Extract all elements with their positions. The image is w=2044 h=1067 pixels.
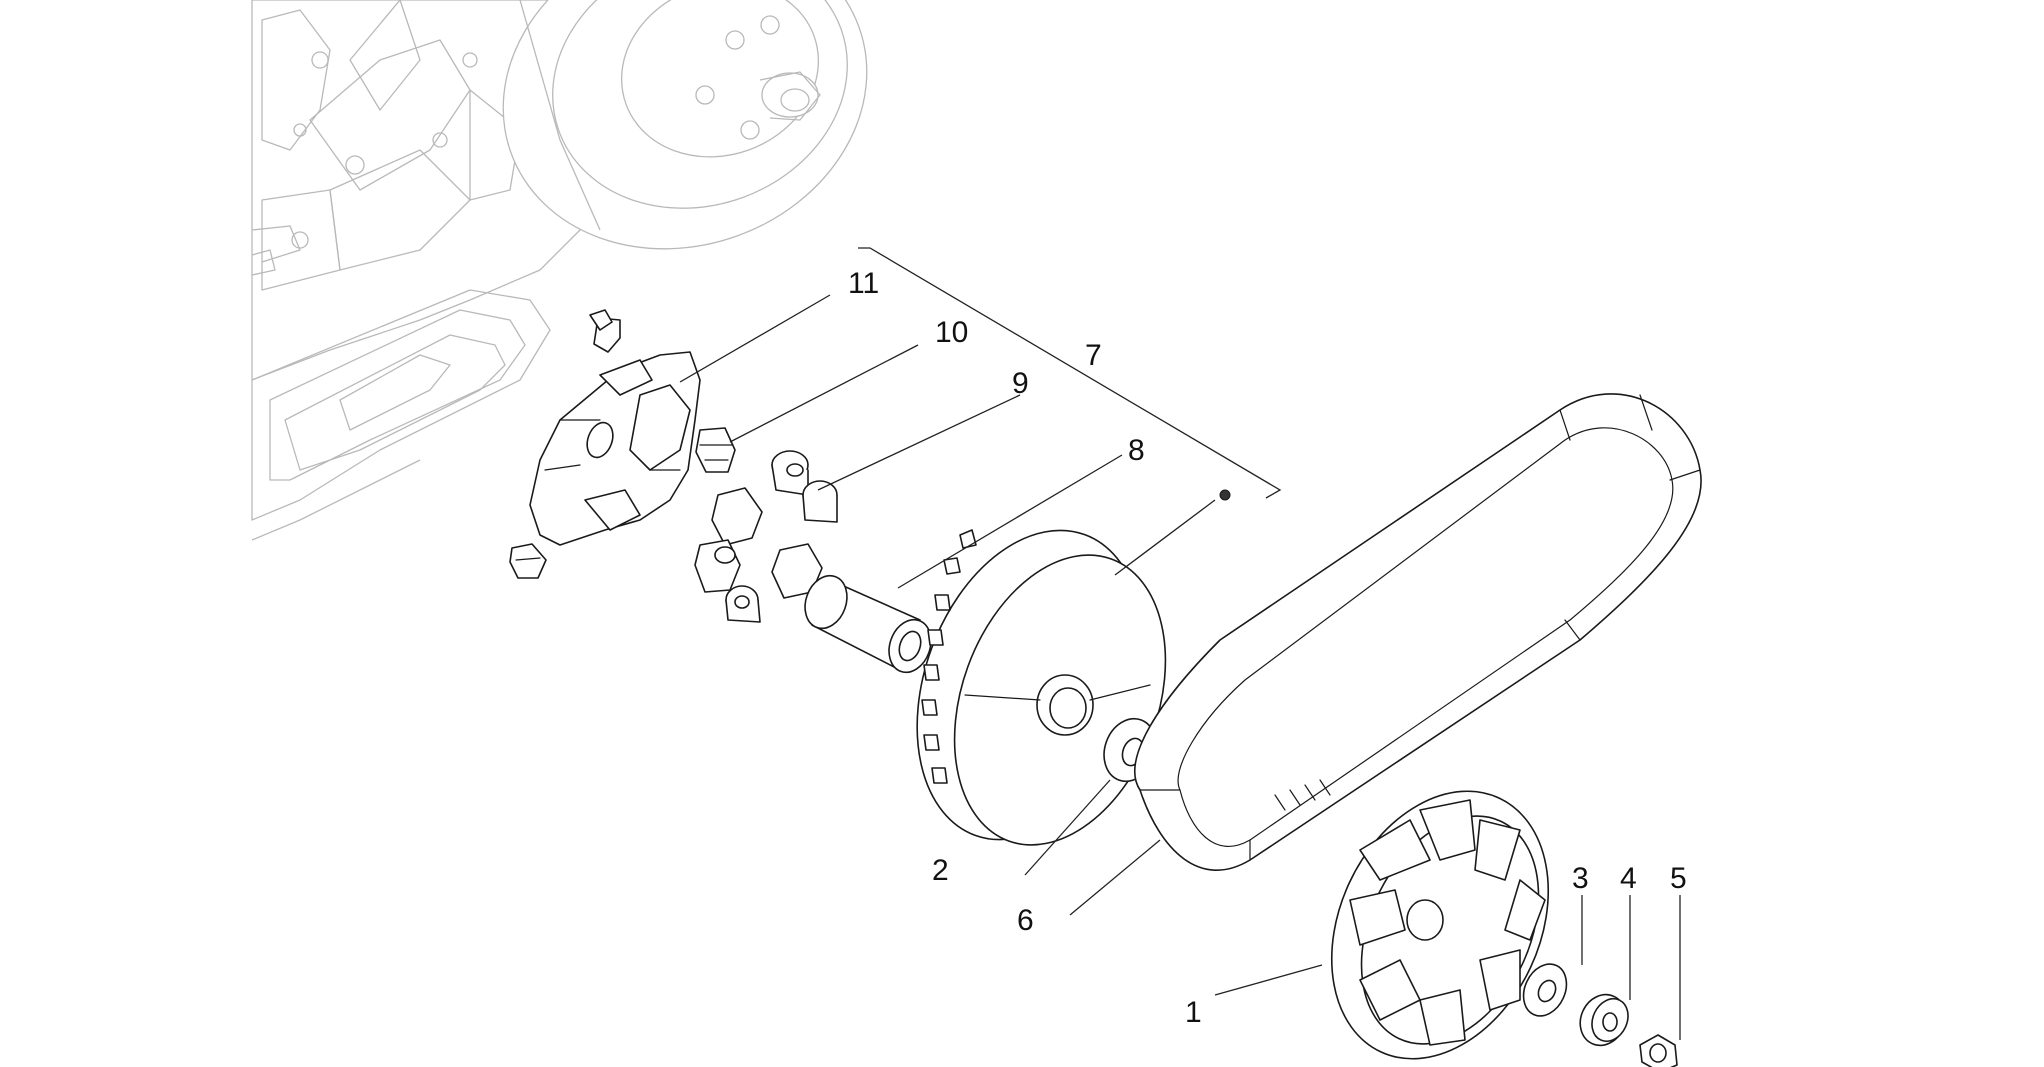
variator-pulley-part xyxy=(916,529,1167,846)
roller-weights-part xyxy=(694,450,838,623)
callout-2: 2 xyxy=(932,854,949,887)
callout-1: 1 xyxy=(1185,996,1202,1029)
leader-lines xyxy=(679,294,1681,1040)
callout-11: 11 xyxy=(848,267,879,300)
drive-belt-part xyxy=(1134,393,1702,871)
washer-part-4 xyxy=(1579,993,1629,1047)
callout-7: 7 xyxy=(1085,339,1102,372)
callout-6: 6 xyxy=(1017,904,1034,937)
ramp-plate-part xyxy=(509,309,701,579)
callout-8: 8 xyxy=(1128,434,1145,467)
callout-4: 4 xyxy=(1620,862,1637,895)
assembly-bracket-7 xyxy=(858,247,1282,501)
bushing-part xyxy=(804,574,932,674)
callout-9: 9 xyxy=(1012,367,1029,400)
callout-3: 3 xyxy=(1572,862,1589,895)
pulley-fins xyxy=(921,529,977,784)
slider-part xyxy=(695,427,736,473)
callout-labels: 11 10 7 9 8 2 6 3 4 5 1 xyxy=(848,267,1687,1029)
callout-10: 10 xyxy=(935,316,968,349)
nut-part-5 xyxy=(1639,1034,1678,1067)
fan-pulley-part xyxy=(1330,790,1550,1060)
crankcase-background xyxy=(251,0,868,541)
callout-5: 5 xyxy=(1670,862,1687,895)
washer-part-3 xyxy=(1522,963,1568,1017)
fan-blades xyxy=(1349,799,1546,1046)
